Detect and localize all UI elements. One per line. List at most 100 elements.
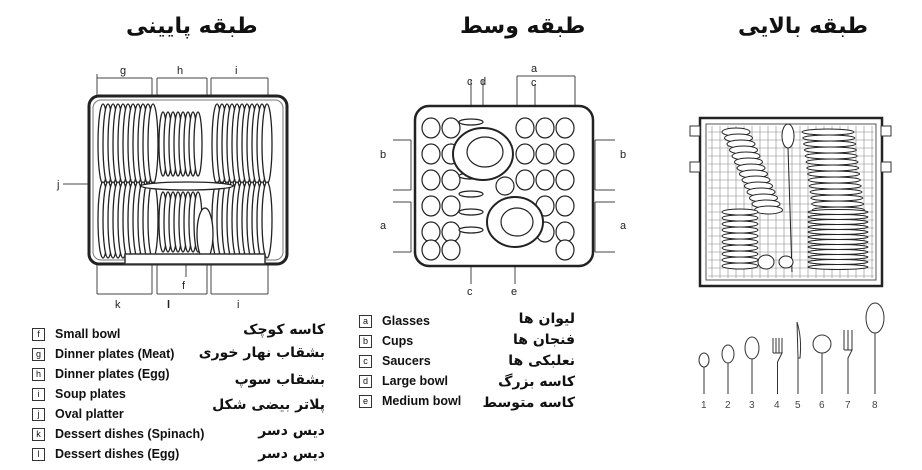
- legend-row-a: a Glasses: [359, 312, 430, 330]
- upper-rack-diagram: [689, 116, 892, 288]
- teaspoon: [807, 264, 869, 270]
- legend-key: j: [32, 407, 45, 421]
- callout-h: h: [177, 65, 183, 77]
- cup: [515, 117, 535, 139]
- legend-key: l: [32, 447, 45, 461]
- legend-fa-a: لیوان ها: [518, 311, 575, 327]
- knife: [721, 226, 759, 234]
- callout-j: j: [56, 179, 59, 191]
- cutlery-number-1: 1: [701, 400, 707, 411]
- middle-rack-diagram: c d a c b b a a c e: [380, 63, 627, 297]
- legend-fa-d: کاسه بزرگ: [498, 374, 575, 390]
- legend-key: k: [32, 427, 45, 441]
- fork: [805, 158, 859, 166]
- saucer: [458, 208, 484, 216]
- plate: [193, 111, 203, 177]
- callout-a-top: a: [531, 63, 538, 75]
- cup: [421, 239, 441, 261]
- cup: [535, 117, 555, 139]
- cup: [535, 143, 555, 165]
- cutlery-number-6: 6: [819, 400, 825, 411]
- cutlery-number-4: 4: [774, 400, 780, 411]
- teaspoon: [807, 209, 869, 215]
- teaspoon: [807, 259, 869, 265]
- legend-label: Dessert dishes (Spinach): [55, 427, 205, 441]
- legend-key: g: [32, 347, 45, 361]
- legend-fa-j: دیس دسر: [258, 423, 325, 439]
- fork: [802, 134, 856, 142]
- lower-rack-diagram: g h i j f k l i: [56, 65, 289, 311]
- saucer: [458, 118, 484, 126]
- cup: [515, 143, 535, 165]
- legend-fa-i: پلاتر بیضی شکل: [212, 397, 325, 413]
- legend-label: Small bowl: [55, 327, 121, 341]
- legend-row-j: j Oval platter: [32, 405, 124, 423]
- cutlery-illustration: 1 2 3 4 5 6 7 8: [698, 302, 885, 411]
- knife: [721, 256, 759, 264]
- teaspoon: [807, 254, 869, 260]
- cup: [421, 221, 441, 243]
- ladle: [781, 123, 795, 149]
- legend-label: Large bowl: [382, 374, 448, 388]
- legend-key: c: [359, 354, 372, 368]
- callout-b-right: b: [620, 149, 626, 161]
- teaspoon: [807, 249, 869, 255]
- knife: [721, 262, 759, 270]
- plate: [147, 181, 159, 259]
- ladle-handle: [787, 147, 793, 273]
- small-bowl: [196, 207, 214, 261]
- lower-rack-title: طبقه پایینی: [126, 14, 258, 39]
- teaspoon: [807, 219, 869, 225]
- glass: [495, 176, 515, 196]
- callout-a-right: a: [620, 220, 627, 232]
- fork: [808, 182, 862, 190]
- cup: [555, 239, 575, 261]
- legend-label: Soup plates: [55, 387, 126, 401]
- knife: [721, 220, 759, 228]
- legend-label: Saucers: [382, 354, 431, 368]
- teaspoon: [807, 224, 869, 230]
- fork: [809, 188, 863, 196]
- teaspoon: [807, 239, 869, 245]
- cup: [421, 169, 441, 191]
- cup: [441, 195, 461, 217]
- legend-label: Oval platter: [55, 407, 124, 421]
- cup: [555, 169, 575, 191]
- legend-row-k: k Dessert dishes (Spinach): [32, 425, 204, 443]
- cutlery-number-8: 8: [872, 400, 878, 411]
- callout-a-left: a: [380, 220, 387, 232]
- legend-label: Glasses: [382, 314, 430, 328]
- cup: [421, 117, 441, 139]
- bowl-spoon: [778, 255, 794, 269]
- legend-label: Dessert dishes (Egg): [55, 447, 180, 461]
- cutlery-number-5: 5: [795, 400, 801, 411]
- cup: [555, 143, 575, 165]
- cup: [515, 169, 535, 191]
- cup: [441, 221, 461, 243]
- legend-fa-e: کاسه متوسط: [482, 395, 575, 411]
- knife: [721, 238, 759, 246]
- legend-row-l: l Dessert dishes (Egg): [32, 445, 179, 463]
- knife: [721, 208, 759, 216]
- teaspoon: [807, 229, 869, 235]
- callout-d: d: [480, 76, 486, 88]
- teaspoon: [807, 234, 869, 240]
- fork: [811, 200, 865, 208]
- cup: [555, 117, 575, 139]
- cup: [421, 195, 441, 217]
- fork: [803, 146, 857, 154]
- callout-g: g: [120, 65, 126, 77]
- fork: [804, 152, 858, 160]
- legend-key: a: [359, 314, 372, 328]
- callout-e: e: [511, 286, 517, 297]
- bowl-spoon: [757, 254, 775, 270]
- plate: [261, 103, 273, 185]
- teaspoon: [807, 244, 869, 250]
- legend-row-c: c Saucers: [359, 352, 431, 370]
- plate: [261, 181, 273, 259]
- saucer: [458, 226, 484, 234]
